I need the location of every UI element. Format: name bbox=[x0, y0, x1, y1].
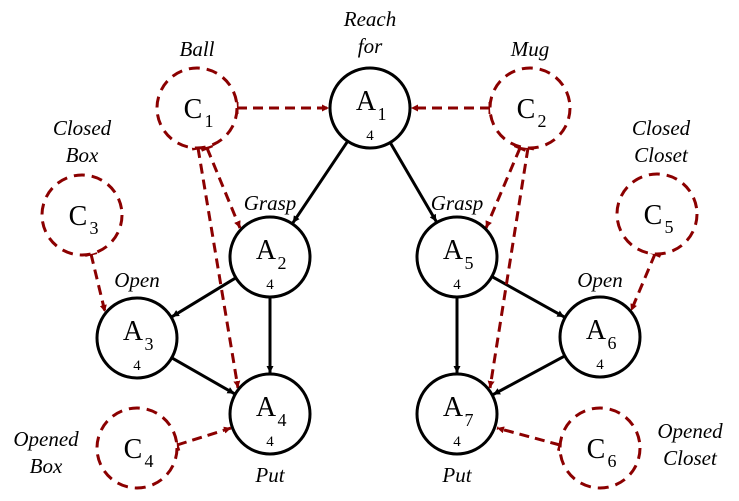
condition-node-index: 2 bbox=[538, 111, 547, 131]
condition-node-circle bbox=[40, 173, 124, 257]
caption-c4: Opened bbox=[13, 427, 79, 451]
condition-node-index: 1 bbox=[205, 111, 214, 131]
condition-node-label: C bbox=[587, 434, 606, 465]
condition-node-circle bbox=[488, 66, 572, 150]
caption-c6: Opened bbox=[657, 419, 723, 443]
action-node-count: 4 bbox=[596, 357, 604, 373]
condition-edge-c1-to-a1 bbox=[235, 102, 329, 114]
caption-a7: Put bbox=[441, 463, 472, 487]
edge-a3-to-a4 bbox=[170, 356, 236, 395]
condition-node-index: 3 bbox=[90, 218, 99, 238]
condition-edge-c4-to-a4 bbox=[173, 426, 232, 452]
edge-a1-to-a2 bbox=[291, 140, 349, 224]
caption-c1: Ball bbox=[180, 37, 215, 61]
action-node-index: 6 bbox=[608, 333, 617, 353]
condition-edge-c2-to-a1 bbox=[411, 102, 492, 114]
condition-node-circle bbox=[95, 406, 179, 490]
action-node-label: A bbox=[256, 392, 277, 423]
action-node-label: A bbox=[586, 315, 607, 346]
action-node-index: 4 bbox=[278, 410, 287, 430]
caption-c3: Closed bbox=[53, 116, 112, 140]
action-node-index: 7 bbox=[465, 410, 474, 430]
caption-c5: Closed bbox=[632, 116, 691, 140]
condition-node-label: C bbox=[184, 94, 203, 125]
action-node-circle bbox=[558, 295, 642, 379]
condition-edge-c2-to-a5 bbox=[484, 144, 527, 229]
action-node-circle bbox=[415, 372, 499, 456]
condition-node-label: C bbox=[644, 200, 663, 231]
edges-layer bbox=[84, 102, 662, 452]
action-node-count: 4 bbox=[453, 277, 461, 293]
condition-node-label: C bbox=[69, 201, 88, 232]
action-node-circle bbox=[328, 66, 412, 150]
caption-c3: Box bbox=[66, 143, 99, 167]
action-node-circle bbox=[95, 296, 179, 380]
action-node-index: 5 bbox=[465, 253, 474, 273]
caption-a6: Open bbox=[577, 268, 623, 292]
caption-c5: Closet bbox=[634, 143, 689, 167]
condition-node-index: 4 bbox=[145, 451, 154, 471]
condition-node-label: C bbox=[517, 94, 536, 125]
condition-node-circle bbox=[615, 172, 699, 256]
caption-a5: Grasp bbox=[431, 191, 484, 215]
action-node-count: 4 bbox=[266, 434, 274, 450]
condition-edge-c1-to-a2 bbox=[200, 144, 242, 229]
action-node-count: 4 bbox=[453, 434, 461, 450]
condition-node-circle bbox=[155, 66, 239, 150]
action-node-label: A bbox=[256, 235, 277, 266]
caption-c4: Box bbox=[30, 454, 63, 478]
caption-a2: Grasp bbox=[244, 191, 297, 215]
caption-a1: for bbox=[358, 34, 383, 58]
edge-a6-to-a7 bbox=[492, 354, 566, 396]
condition-node-circle bbox=[558, 406, 642, 490]
caption-c6: Closet bbox=[663, 446, 718, 470]
action-node-count: 4 bbox=[366, 128, 374, 144]
action-node-circle bbox=[228, 215, 312, 299]
action-node-label: A bbox=[443, 235, 464, 266]
action-node-index: 2 bbox=[278, 253, 287, 273]
edge-a1-to-a5 bbox=[388, 141, 438, 223]
edge-a5-to-a6 bbox=[491, 275, 565, 319]
action-node-index: 1 bbox=[378, 104, 387, 124]
action-node-label: A bbox=[443, 392, 464, 423]
edge-a2-to-a3 bbox=[171, 276, 237, 318]
action-node-label: A bbox=[123, 316, 144, 347]
condition-node-index: 5 bbox=[665, 217, 674, 237]
caption-c2: Mug bbox=[510, 37, 550, 61]
action-node-count: 4 bbox=[133, 358, 141, 374]
action-node-count: 4 bbox=[266, 277, 274, 293]
caption-a3: Open bbox=[114, 268, 160, 292]
condition-node-label: C bbox=[124, 434, 143, 465]
action-node-circle bbox=[415, 215, 499, 299]
action-node-label: A bbox=[356, 86, 377, 117]
caption-a4: Put bbox=[254, 463, 285, 487]
condition-edge-c3-to-a3 bbox=[84, 251, 107, 313]
condition-edge-c6-to-a7 bbox=[496, 426, 564, 452]
action-node-index: 3 bbox=[145, 334, 154, 354]
action-node-circle bbox=[228, 372, 312, 456]
condition-node-index: 6 bbox=[608, 451, 617, 471]
caption-a1: Reach bbox=[343, 7, 396, 31]
condition-edge-c5-to-a6 bbox=[629, 250, 662, 312]
